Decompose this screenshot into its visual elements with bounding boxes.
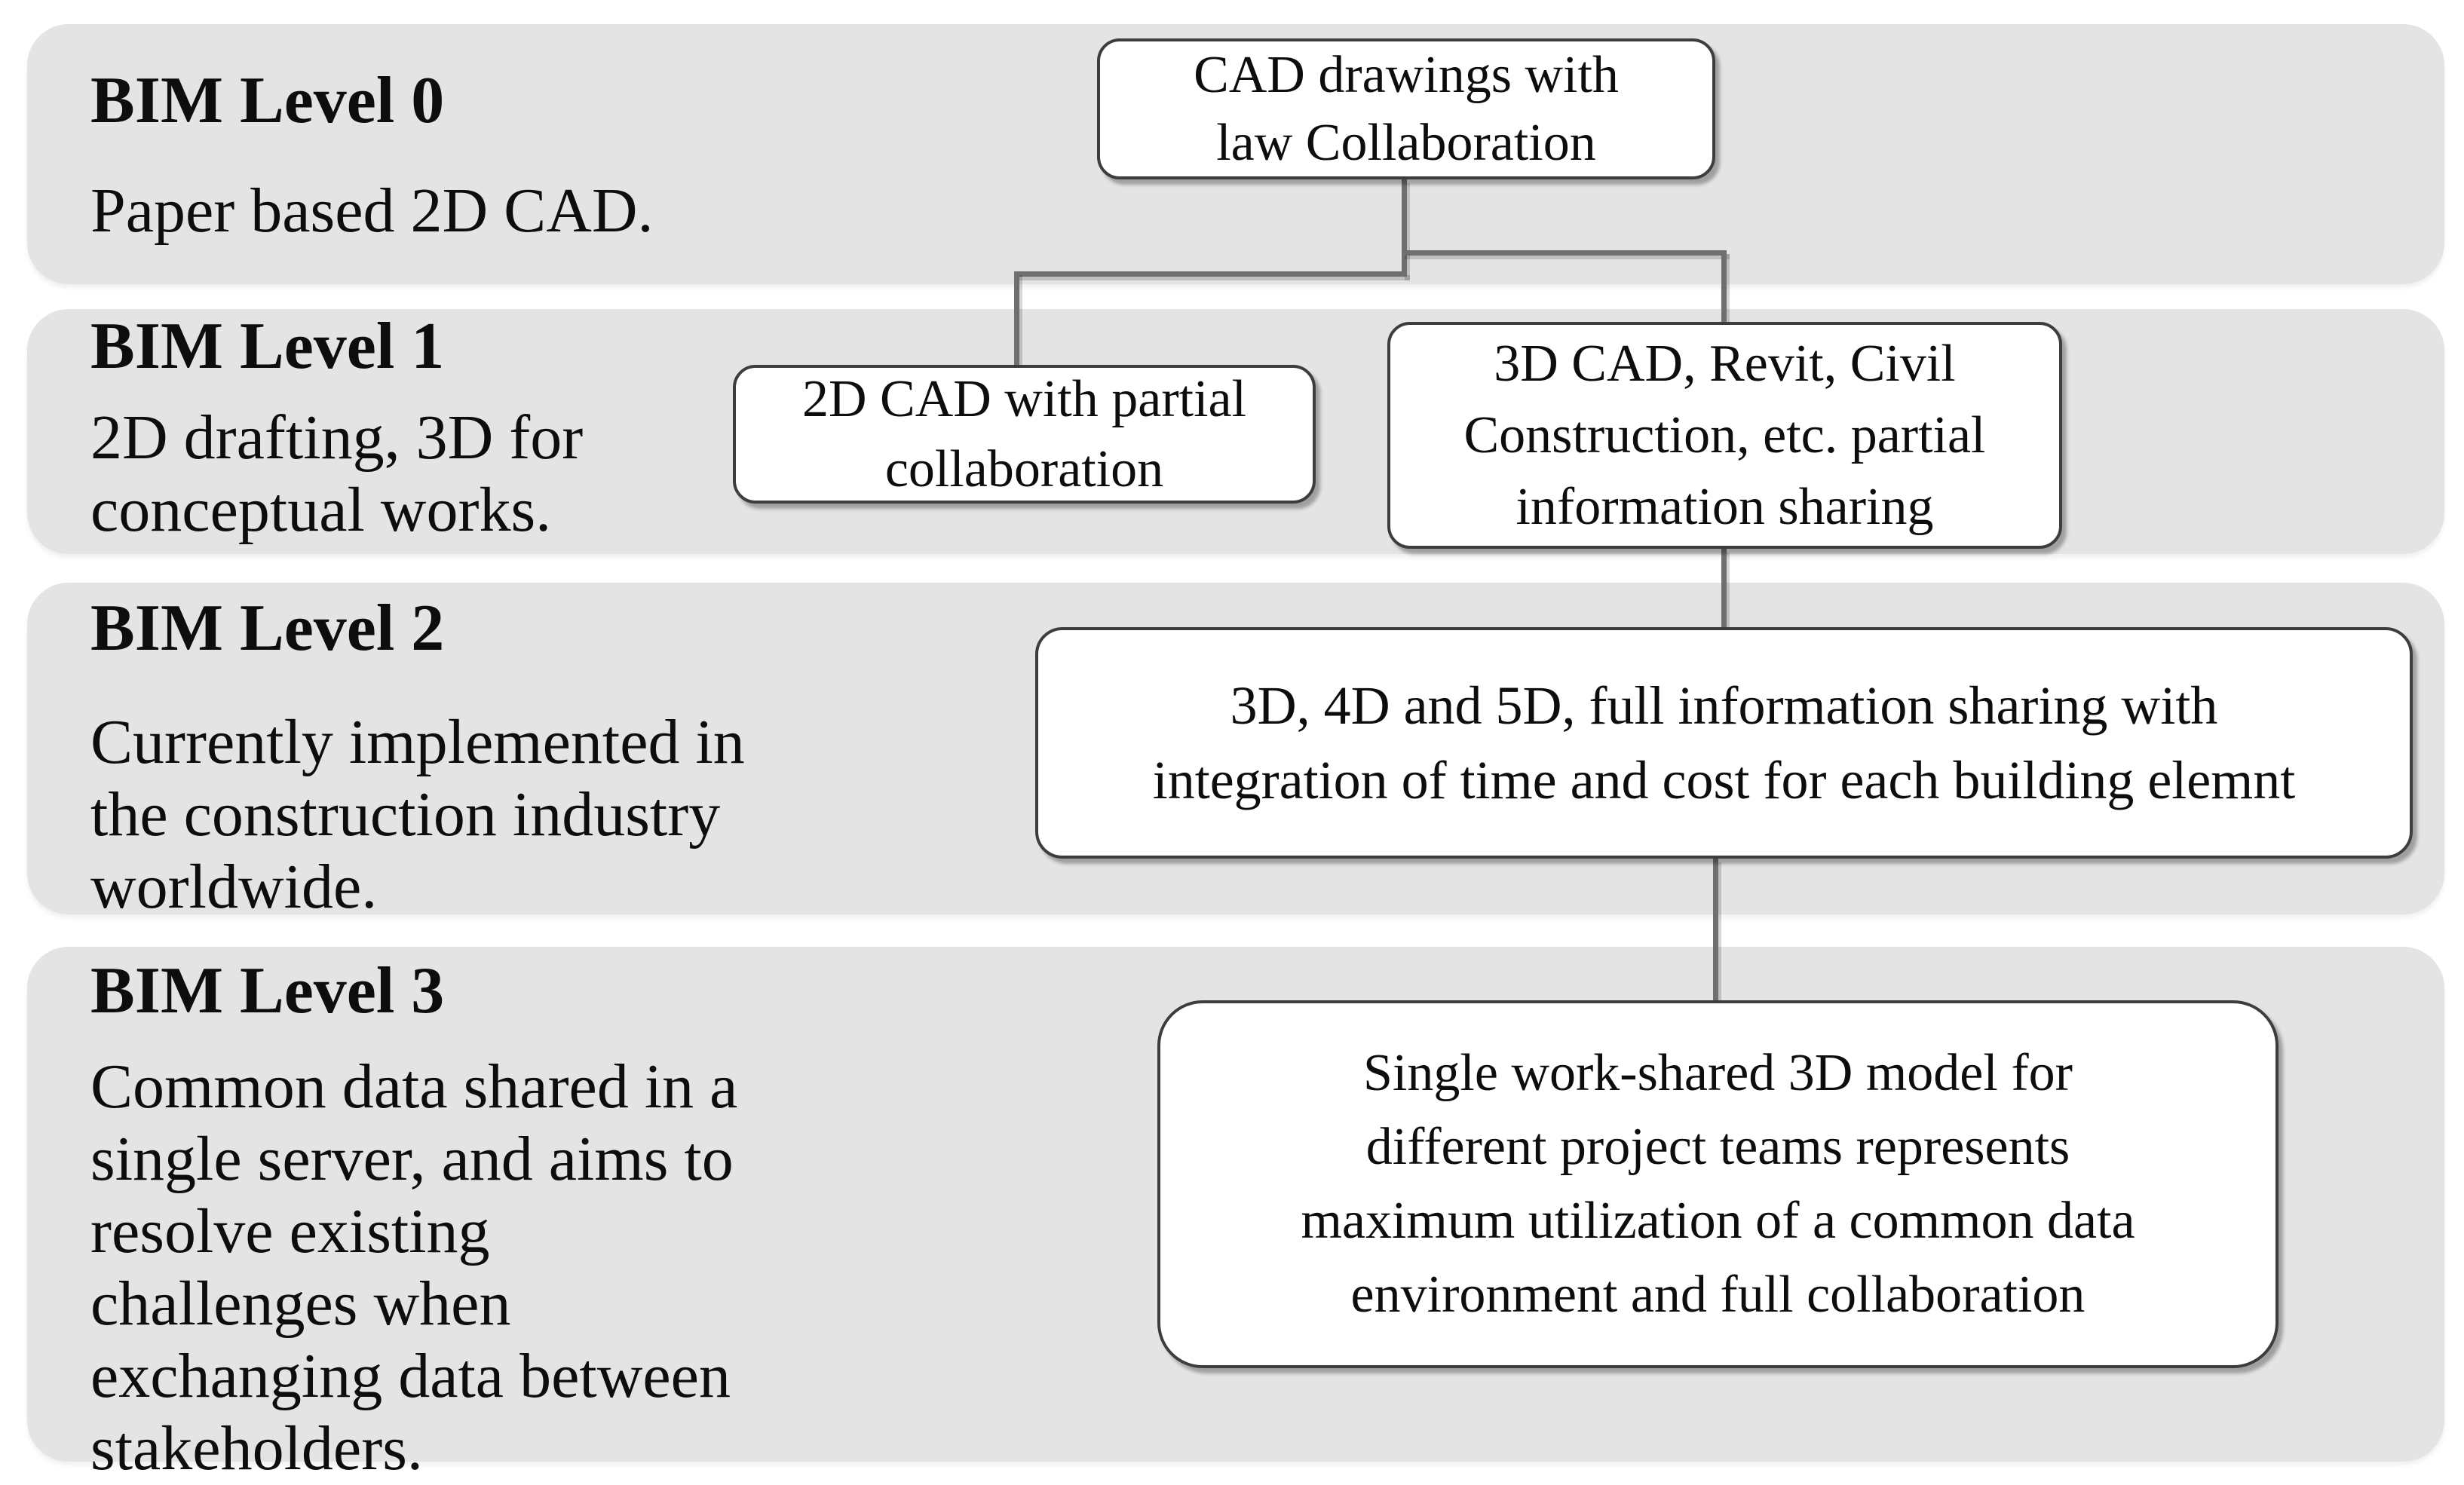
node-3d-cad-label: 3D CAD, Revit, Civil Construction, etc. … (1463, 335, 1986, 536)
connector-root-to-3dcad-vertical (1721, 250, 1727, 322)
connector-root-stem (1402, 179, 1407, 277)
node-2d-cad-label: 2D CAD with partial collaboration (801, 370, 1247, 498)
node-cad-drawings-label: CAD drawings with law Collaboration (1194, 45, 1619, 172)
bim-level-1-description: 2D drafting, 3D for conceptual works. (90, 403, 584, 545)
bim-level-2-title: BIM Level 2 (90, 592, 445, 665)
bim-level-3-title: BIM Level 3 (90, 954, 445, 1027)
node-level2-label: 3D, 4D and 5D, full information sharing … (1152, 675, 2296, 810)
connector-root-to-3dcad-horizontal (1402, 250, 1727, 256)
connector-root-to-2dcad-vertical (1014, 271, 1019, 365)
bim-level-3-description: Common data shared in a single server, a… (90, 1052, 738, 1483)
bim-level-1-title: BIM Level 1 (90, 310, 445, 383)
node-3d-cad-revit: 3D CAD, Revit, Civil Construction, etc. … (1387, 322, 2062, 549)
node-3d-4d-5d-full-information-sharing: 3D, 4D and 5D, full information sharing … (1035, 627, 2413, 859)
node-single-work-shared-model: Single work-shared 3D model for differen… (1157, 1000, 2279, 1368)
bim-level-0-description: Paper based 2D CAD. (90, 176, 654, 246)
bim-level-2-description: Currently implemented in the constructio… (90, 707, 745, 922)
node-level3-label: Single work-shared 3D model for differen… (1301, 1044, 2135, 1324)
node-2d-cad-partial-collaboration: 2D CAD with partial collaboration (733, 365, 1316, 504)
connector-3dcad-to-level2 (1721, 549, 1727, 627)
node-cad-drawings: CAD drawings with law Collaboration (1097, 38, 1715, 179)
bim-level-0-title: BIM Level 0 (90, 64, 445, 137)
connector-level2-to-level3 (1713, 859, 1718, 1000)
connector-root-to-2dcad-horizontal (1014, 271, 1407, 277)
